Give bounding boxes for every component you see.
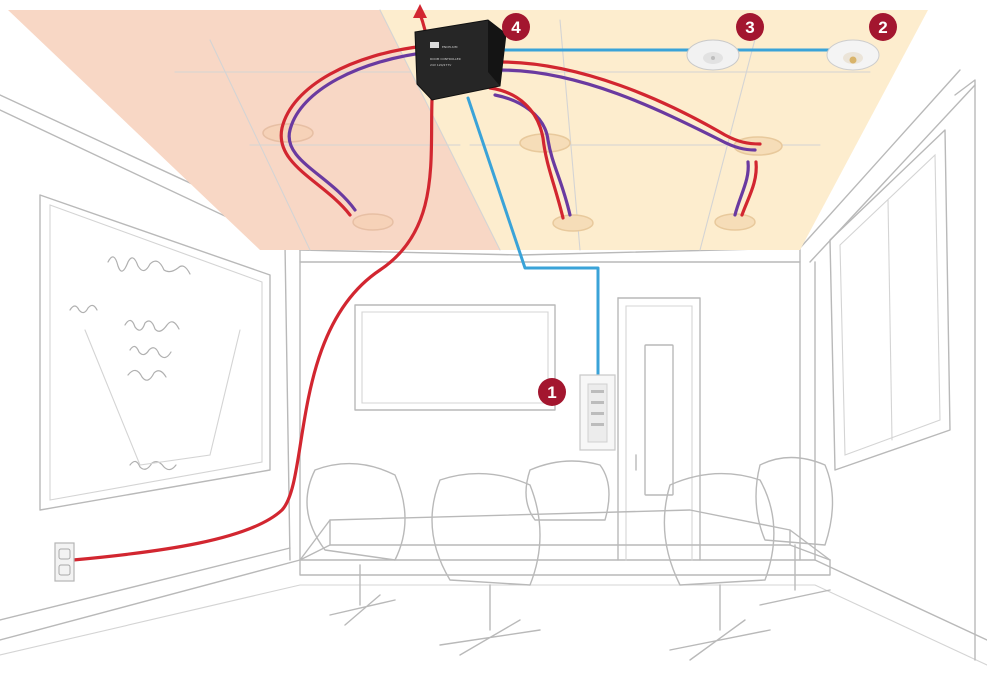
downlight-icon bbox=[734, 137, 782, 155]
wall-outlet bbox=[55, 543, 74, 581]
chair-sketches bbox=[307, 458, 833, 661]
badge-1: 1 bbox=[538, 378, 566, 406]
daylight-sensor bbox=[827, 40, 879, 70]
room-controller: ENCELIUM ROOM CONTROLLER 24V 120/277V bbox=[415, 20, 506, 100]
badge-4: 4 bbox=[502, 13, 530, 41]
badge-label: 4 bbox=[511, 18, 521, 37]
badge-label: 3 bbox=[745, 18, 754, 37]
svg-text:24V 120/277V: 24V 120/277V bbox=[430, 63, 452, 67]
badge-label: 2 bbox=[878, 18, 887, 37]
downlight-icon bbox=[553, 215, 593, 231]
occupancy-sensor bbox=[687, 40, 739, 70]
badge-2: 2 bbox=[869, 13, 897, 41]
downlight-icon bbox=[353, 214, 393, 230]
badge-3: 3 bbox=[736, 13, 764, 41]
svg-text:ENCELIUM: ENCELIUM bbox=[442, 45, 458, 49]
svg-text:ROOM CONTROLLER: ROOM CONTROLLER bbox=[430, 57, 461, 61]
badge-label: 1 bbox=[547, 383, 556, 402]
wall-switch bbox=[580, 375, 615, 450]
